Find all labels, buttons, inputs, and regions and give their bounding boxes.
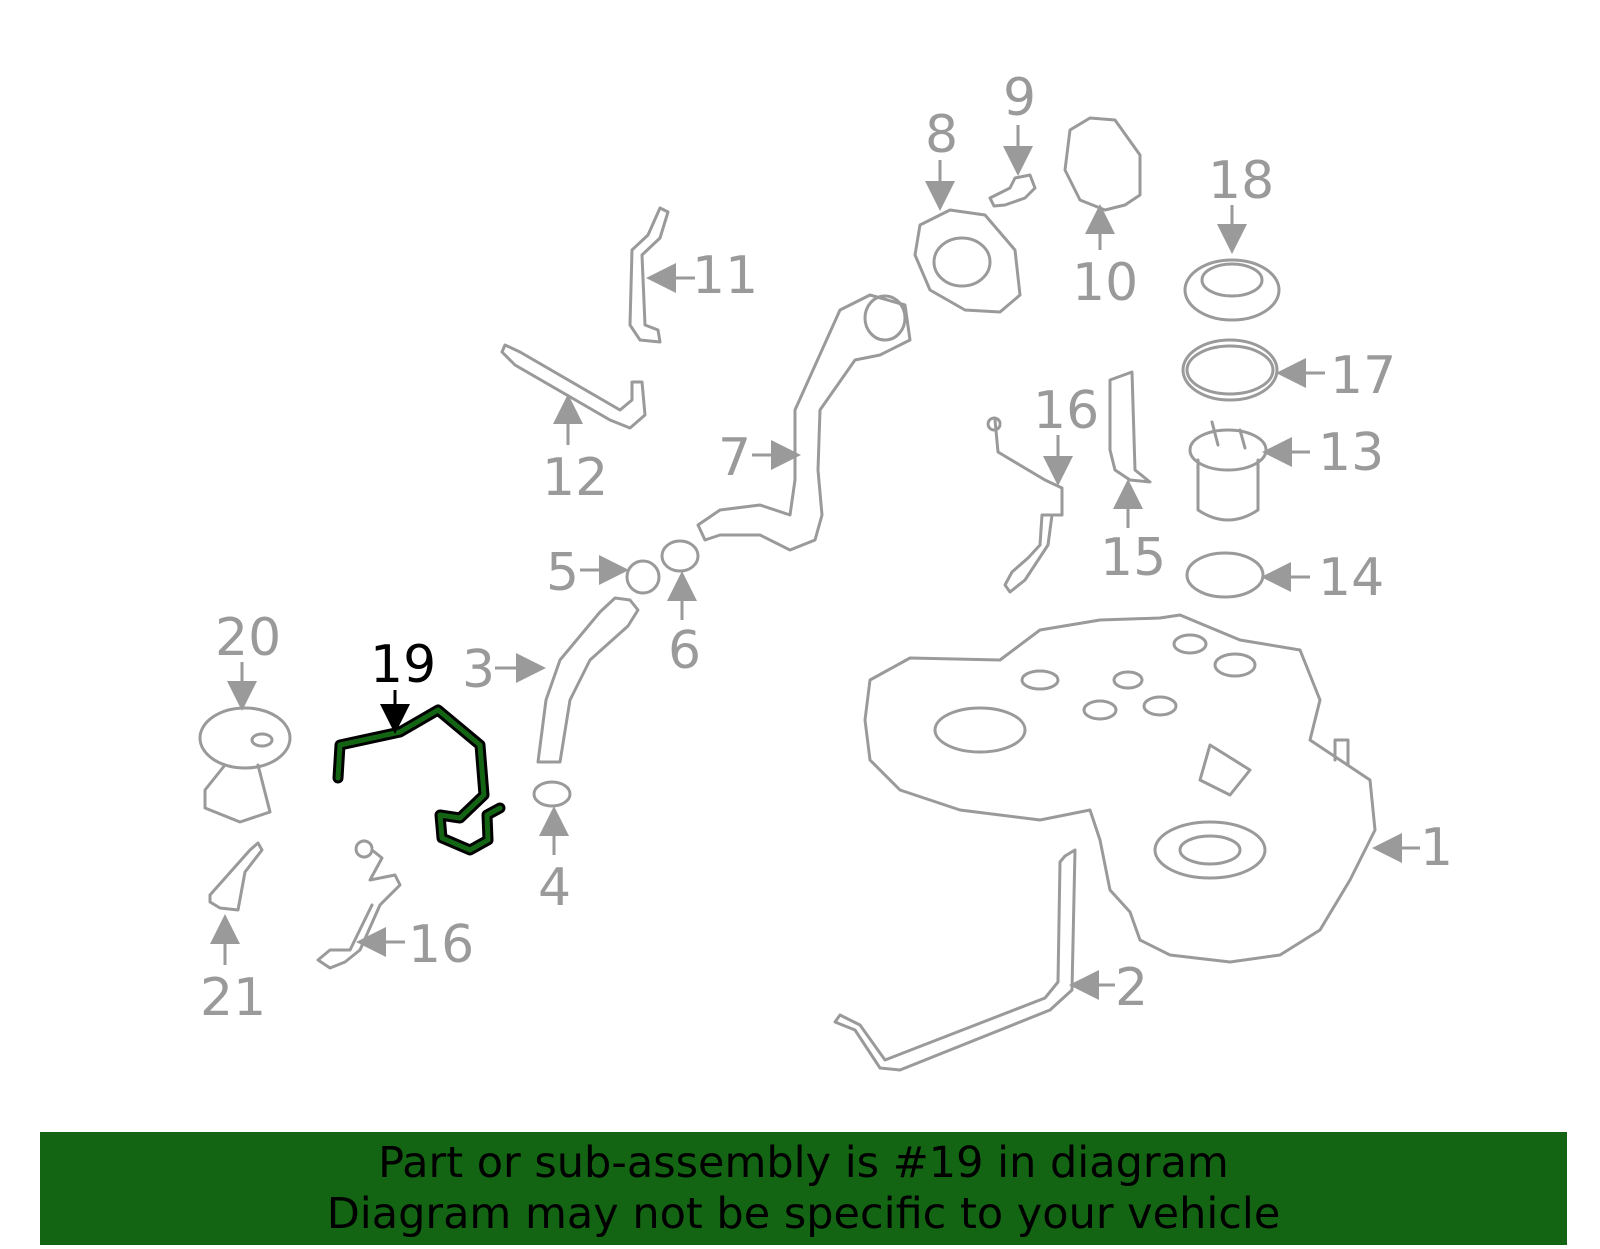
tank-strap-part[interactable] bbox=[833, 848, 1077, 1072]
callout-11[interactable]: 11 bbox=[692, 246, 758, 306]
lock-ring-part-18[interactable] bbox=[1183, 258, 1281, 322]
callout-2[interactable]: 2 bbox=[1115, 958, 1148, 1018]
callout-19[interactable]: 19 bbox=[370, 635, 436, 695]
callout-14[interactable]: 14 bbox=[1318, 548, 1384, 608]
callout-18[interactable]: 18 bbox=[1208, 151, 1274, 211]
ring-part-5[interactable] bbox=[625, 559, 661, 595]
hose-clamp-part[interactable] bbox=[532, 780, 572, 808]
callout-16-upper[interactable]: 16 bbox=[1033, 381, 1099, 441]
callout-1[interactable]: 1 bbox=[1420, 818, 1453, 878]
fuel-level-sender-part-lower[interactable] bbox=[316, 839, 402, 970]
banner-line-1: Part or sub-assembly is #19 in diagram bbox=[378, 1138, 1229, 1188]
filler-hose-part[interactable] bbox=[536, 596, 640, 764]
vent-pipe-part-12[interactable] bbox=[500, 343, 647, 430]
fuel-tank-part[interactable] bbox=[863, 613, 1377, 964]
bolt-part[interactable] bbox=[988, 173, 1037, 208]
vent-hose-part-19[interactable] bbox=[332, 704, 506, 856]
callout-7[interactable]: 7 bbox=[718, 428, 751, 488]
callout-9[interactable]: 9 bbox=[1003, 68, 1036, 128]
ring-part-6[interactable] bbox=[660, 539, 700, 573]
callout-6[interactable]: 6 bbox=[668, 621, 701, 681]
banner-line-2: Diagram may not be specific to your vehi… bbox=[326, 1189, 1281, 1239]
vent-pipe-part-11[interactable] bbox=[628, 206, 670, 344]
fuel-level-sender-part-upper[interactable] bbox=[986, 416, 1064, 594]
callout-13[interactable]: 13 bbox=[1318, 423, 1384, 483]
lock-ring-part-17[interactable] bbox=[1181, 338, 1279, 402]
access-cover-part-20[interactable] bbox=[198, 706, 292, 824]
info-banner: Part or sub-assembly is #19 in diagram D… bbox=[40, 1132, 1567, 1245]
callout-15[interactable]: 15 bbox=[1100, 528, 1166, 588]
callout-8[interactable]: 8 bbox=[925, 105, 958, 165]
fuel-pump-part[interactable] bbox=[1188, 420, 1268, 522]
callout-5[interactable]: 5 bbox=[546, 543, 579, 603]
callout-16-lower[interactable]: 16 bbox=[408, 915, 474, 975]
callout-4[interactable]: 4 bbox=[538, 858, 571, 918]
callout-21[interactable]: 21 bbox=[200, 968, 266, 1028]
callout-20[interactable]: 20 bbox=[215, 608, 281, 668]
bracket-part-21[interactable] bbox=[208, 841, 264, 912]
filler-housing-part[interactable] bbox=[913, 208, 1022, 314]
callout-12[interactable]: 12 bbox=[542, 448, 608, 508]
gasket-part-14[interactable] bbox=[1185, 551, 1265, 599]
callout-17[interactable]: 17 bbox=[1330, 346, 1396, 406]
filler-neck-part[interactable] bbox=[696, 293, 912, 552]
fuel-door-part[interactable] bbox=[1063, 116, 1142, 212]
bracket-part-15[interactable] bbox=[1108, 370, 1152, 484]
callout-3[interactable]: 3 bbox=[462, 640, 495, 700]
callout-10[interactable]: 10 bbox=[1072, 253, 1138, 313]
